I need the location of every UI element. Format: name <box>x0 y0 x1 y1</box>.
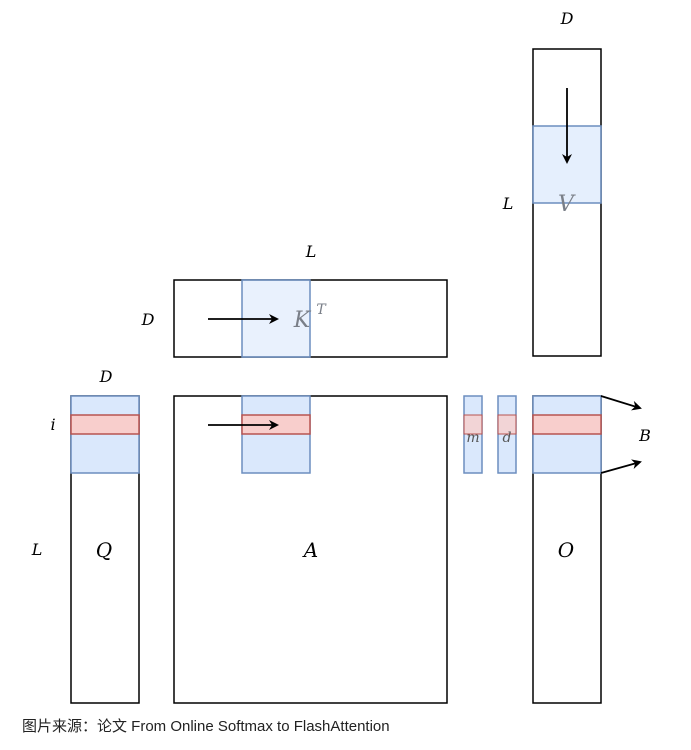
vector-d: d <box>497 395 517 474</box>
matrix-o: O <box>532 395 642 704</box>
matrix-q-dim-d: D <box>99 367 113 386</box>
matrix-v-dim-l: L <box>502 194 514 213</box>
image-source-caption: 图片来源：论文 From Online Softmax to FlashAtte… <box>22 718 390 735</box>
matrix-o-row <box>532 414 602 435</box>
matrix-q-row-index: i <box>50 415 55 434</box>
matrix-kt-superscript: T <box>316 302 327 318</box>
matrix-v: V <box>532 48 602 357</box>
matrix-q-label: Q <box>96 538 112 562</box>
matrix-q-dim-l: L <box>31 540 43 559</box>
matrix-kt-dim-d: D <box>141 310 155 329</box>
matrix-v-label: V <box>558 192 576 217</box>
block-arrow-bottom <box>600 459 642 474</box>
block-arrow-top <box>600 395 642 411</box>
matrix-q: Q <box>70 395 140 704</box>
vector-d-row <box>497 414 517 435</box>
matrix-q-row <box>70 414 140 435</box>
matrix-kt-dim-l: L <box>305 242 317 261</box>
matrix-kt: K T <box>173 279 448 358</box>
vector-m-row <box>463 414 483 435</box>
block-size-label: B <box>638 426 651 445</box>
matrix-a: A <box>173 395 448 704</box>
matrix-o-label: O <box>558 538 574 562</box>
vector-m-label: m <box>466 430 479 446</box>
vector-d-label: d <box>503 430 512 446</box>
matrix-v-dim-d: D <box>560 9 574 28</box>
matrix-kt-label: K <box>293 308 312 333</box>
matrix-a-label: A <box>302 538 318 562</box>
vector-m: m <box>463 395 483 474</box>
